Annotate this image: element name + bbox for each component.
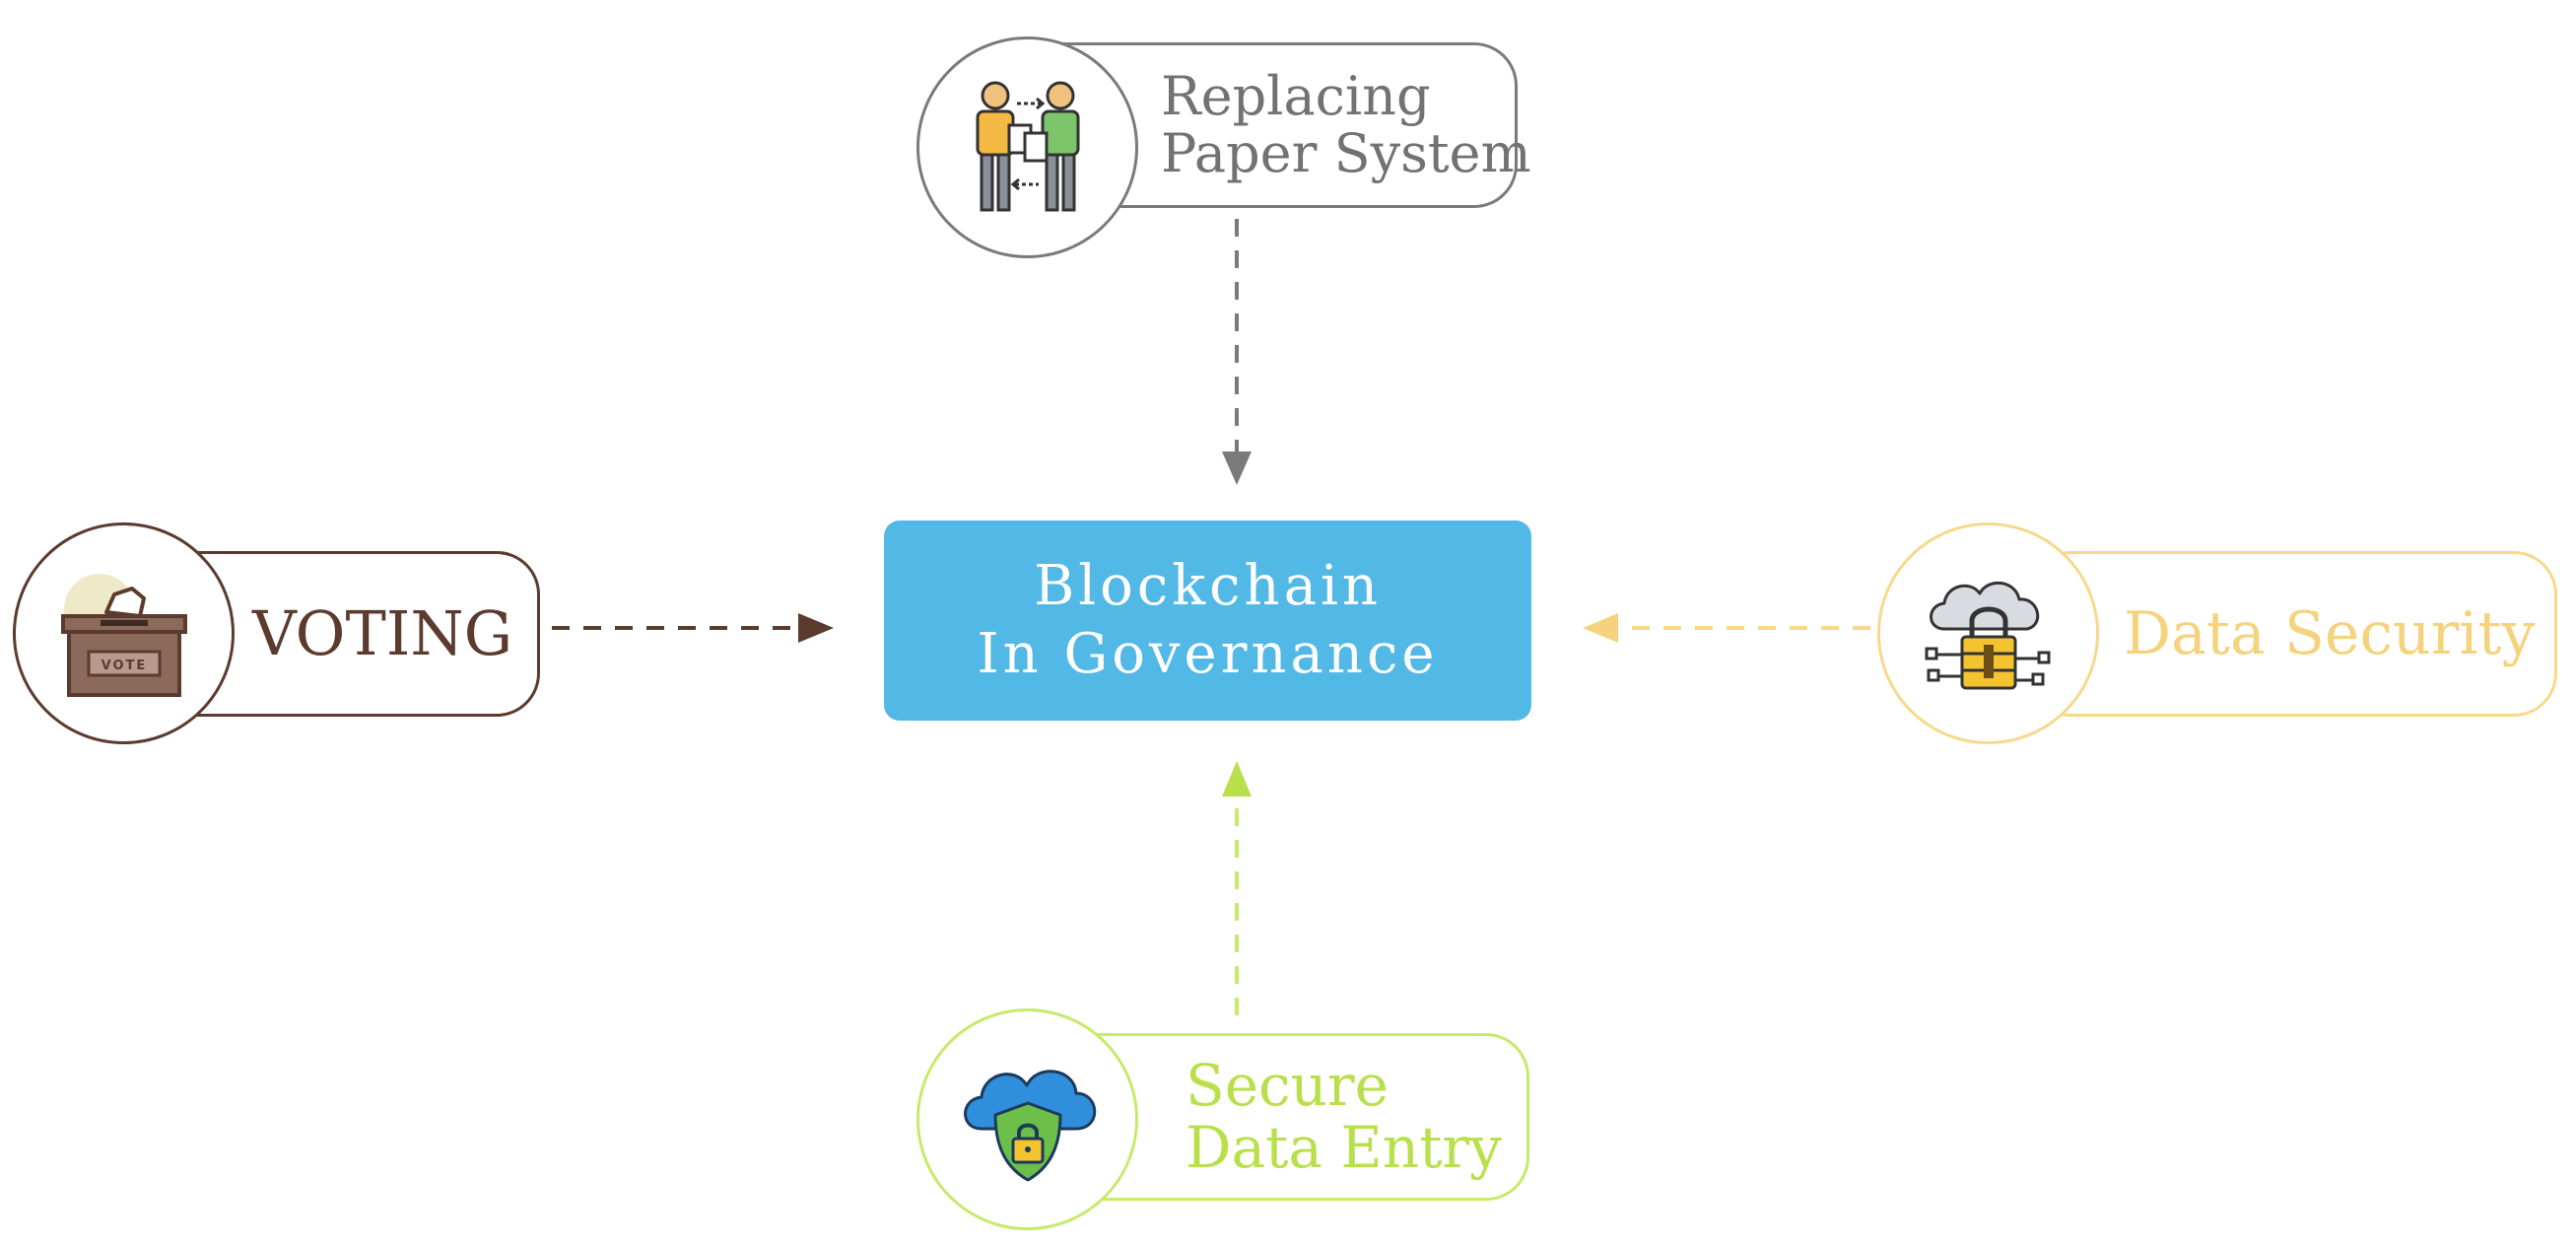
arrowhead-security — [1583, 613, 1618, 643]
node-security-label-pill: Data Security — [2027, 551, 2557, 717]
arrowhead-voting — [798, 613, 834, 643]
node-entry-label-line1: Secure — [1186, 1052, 1389, 1120]
node-paper-label-pill: Replacing Paper System — [990, 42, 1531, 208]
ballot-box-vote-text: VOTE — [101, 659, 147, 673]
people-exchanging-documents-icon — [976, 81, 1079, 211]
node-voting-label: VOTING — [252, 596, 513, 669]
ballot-box-icon: VOTE — [60, 573, 187, 697]
center-node-blockchain-in-governance: Blockchain In Governance — [884, 521, 1531, 721]
center-title-line2: In Governance — [977, 621, 1439, 686]
arrowhead-paper — [1222, 451, 1252, 485]
arrowhead-entry — [1222, 761, 1252, 797]
cloud-shield-lock-icon — [963, 1069, 1096, 1181]
cloud-lock-icon — [1925, 581, 2050, 689]
node-entry-icon-circle — [916, 1008, 1138, 1230]
node-entry-label-line2: Data Entry — [1186, 1114, 1502, 1181]
node-security-icon-circle — [1877, 522, 2099, 744]
node-paper-icon-circle — [916, 36, 1138, 258]
node-paper-label-line2: Paper System — [1161, 122, 1531, 184]
center-title-line1: Blockchain — [1034, 554, 1382, 619]
node-security-label: Data Security — [2124, 598, 2536, 668]
node-voting-icon-circle: VOTE — [13, 522, 235, 744]
node-paper-label-line1: Replacing — [1161, 64, 1431, 127]
